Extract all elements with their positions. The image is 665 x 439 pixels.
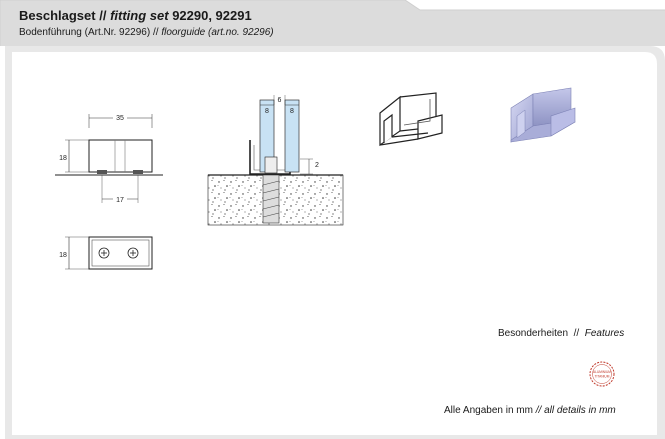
top-view-drawing: 18 [59, 236, 153, 270]
side-view-drawing: 35 18 17 [55, 114, 163, 204]
header-bar [0, 0, 665, 46]
header-background [0, 0, 665, 46]
perspective-line-drawing [379, 92, 443, 147]
page-subtitle: Bodenführung (Art.Nr. 92296) // floorgui… [19, 27, 274, 38]
height-dimension-label: 18 [59, 155, 67, 162]
section-side-dimension-label: 2 [315, 162, 319, 169]
top-height-dimension-label: 18 [59, 252, 67, 259]
section-top-dimension-label: 6 [278, 97, 282, 104]
badge-line1: ALUMINIUM [593, 370, 611, 374]
width-dimension-label: 35 [116, 115, 124, 122]
section-right-dimension-label: 8 [290, 108, 294, 115]
features-label: Besonderheiten // Features [498, 328, 625, 339]
content-panel [5, 46, 665, 439]
page-title: Beschlagset // fitting set 92290, 92291 [19, 8, 252, 23]
section-left-dimension-label: 8 [265, 108, 269, 115]
material-badge-icon: ALUMINIUM TITANIUM [589, 361, 615, 387]
section-drawing: 6 8 8 2 [207, 95, 344, 226]
product-rendering [510, 87, 576, 143]
base-dimension-label: 17 [116, 197, 124, 204]
badge-line2: TITANIUM [595, 375, 610, 379]
units-note: Alle Angaben in mm // all details in mm [444, 405, 616, 416]
